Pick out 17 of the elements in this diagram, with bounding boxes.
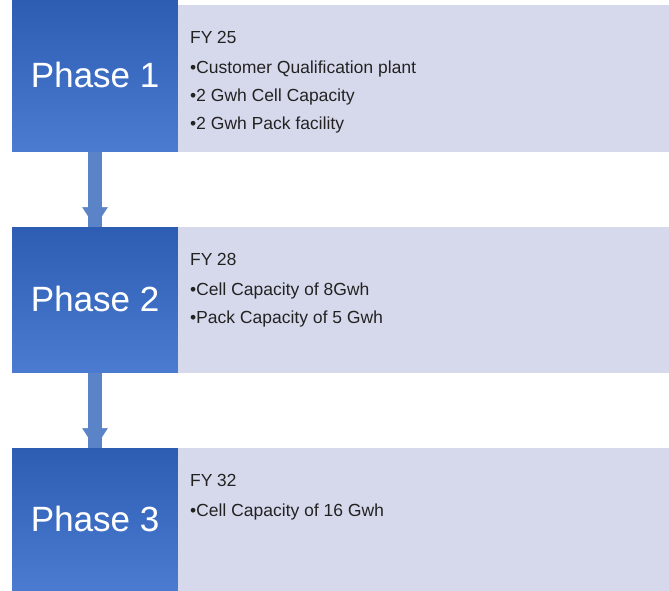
details-panel	[178, 448, 669, 591]
fiscal-year-label: FY 32	[190, 470, 236, 492]
details-panel	[178, 227, 669, 373]
bullet-item: •Cell Capacity of 16 Gwh	[190, 500, 384, 522]
bullet-item: •Pack Capacity of 5 Gwh	[190, 306, 383, 329]
bullet-item: •2 Gwh Cell Capacity	[190, 84, 355, 107]
fiscal-year-label: FY 28	[190, 249, 236, 271]
phase-box: Phase 1	[12, 0, 178, 152]
fiscal-year-label: FY 25	[190, 27, 236, 49]
arrow	[82, 152, 108, 227]
details-panel	[178, 5, 669, 152]
bullet-item: •Cell Capacity of 8Gwh	[190, 278, 370, 301]
phase-box: Phase 2	[12, 227, 178, 373]
bullet-item: •2 Gwh Pack facility	[190, 112, 344, 134]
phase-box: Phase 3	[12, 448, 178, 591]
bullet-item: •Customer Qualification plant	[190, 56, 416, 79]
arrow	[82, 373, 108, 448]
